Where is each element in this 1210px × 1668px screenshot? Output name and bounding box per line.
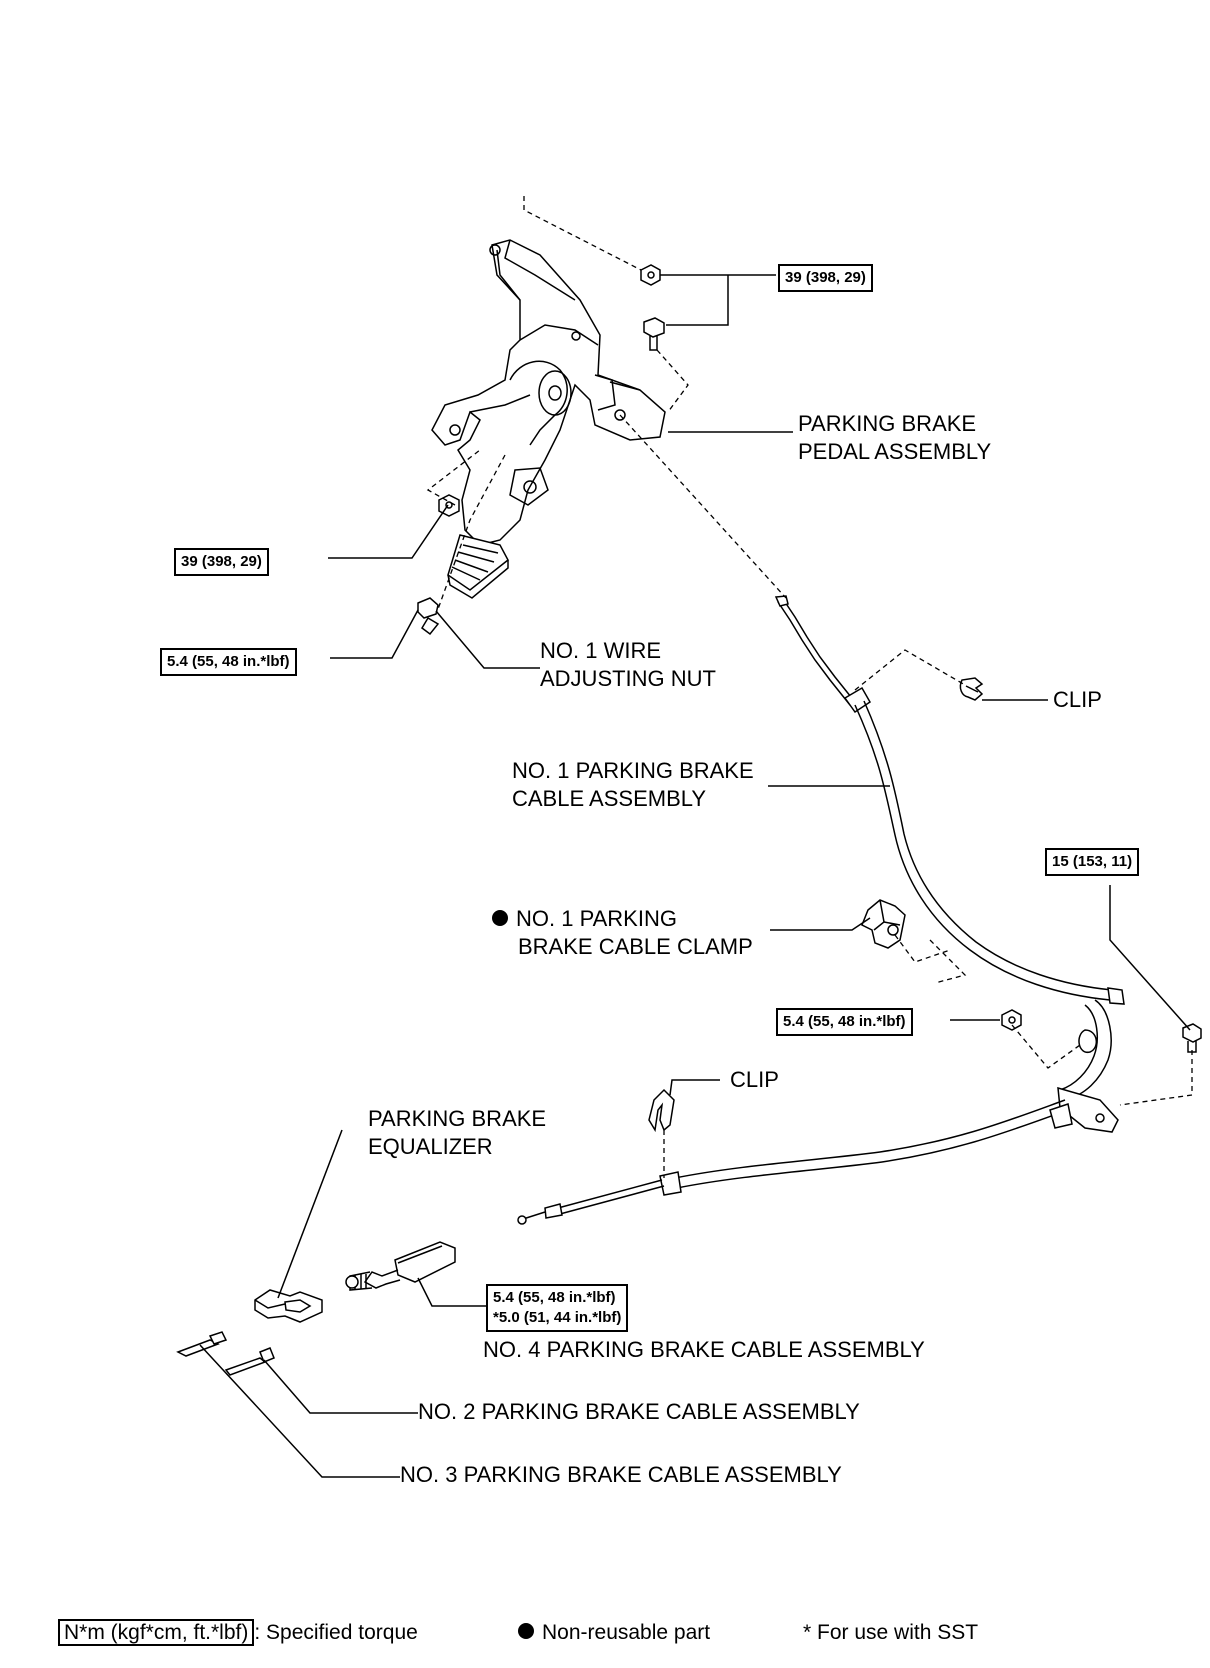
label-no1-line2: CABLE ASSEMBLY bbox=[512, 786, 707, 811]
torque-pedal-nut-left: 39 (398, 29) bbox=[174, 548, 269, 576]
label-adjusting-line2: ADJUSTING NUT bbox=[540, 666, 716, 691]
no4-cable-adjuster bbox=[345, 1241, 456, 1291]
no1-parking-brake-cable bbox=[774, 595, 1125, 1133]
label-equalizer: PARKING BRAKE EQUALIZER bbox=[368, 1105, 546, 1161]
torque-bracket-bolt: 15 (153, 11) bbox=[1045, 848, 1140, 876]
label-clip-upper: CLIP bbox=[1053, 687, 1102, 712]
label-adjusting-line1: NO. 1 WIRE bbox=[540, 638, 662, 663]
bracket-bolt bbox=[1182, 1023, 1202, 1053]
cable-clip-lower bbox=[648, 1088, 675, 1133]
label-clamp: NO. 1 PARKING BRAKE CABLE CLAMP bbox=[492, 905, 753, 961]
parking-brake-equalizer bbox=[254, 1289, 323, 1323]
legend-non-reusable-text: Non-reusable part bbox=[542, 1621, 711, 1644]
torque-pedal-nut-upper: 39 (398, 29) bbox=[778, 264, 873, 292]
no2-cable-end bbox=[224, 1347, 275, 1376]
label-clip-lower: CLIP bbox=[730, 1067, 779, 1092]
no1-parking-brake-cable-clamp bbox=[861, 899, 906, 949]
legend-torque: N*m (kgf*cm, ft.*lbf): Specified torque bbox=[58, 1619, 418, 1647]
legend-non-reusable: Non-reusable part bbox=[518, 1619, 710, 1647]
label-adjusting-nut: NO. 1 WIRE ADJUSTING NUT bbox=[540, 637, 716, 693]
no3-cable-end bbox=[176, 1331, 228, 1357]
wire-adjusting-nut bbox=[417, 597, 440, 636]
label-no2-cable: NO. 2 PARKING BRAKE CABLE ASSEMBLY bbox=[418, 1399, 860, 1424]
label-pedal-assembly: PARKING BRAKE PEDAL ASSEMBLY bbox=[798, 410, 991, 466]
cable-clip-upper bbox=[959, 677, 984, 701]
torque-no4-line1: 5.4 (55, 48 in.*lbf) bbox=[493, 1289, 616, 1306]
torque-adjusting-nut: 5.4 (55, 48 in.*lbf) bbox=[160, 648, 297, 676]
pedal-bolt-upper bbox=[643, 317, 665, 351]
torque-no4-nut: 5.4 (55, 48 in.*lbf) *5.0 (51, 44 in.*lb… bbox=[486, 1284, 629, 1332]
non-reusable-bullet-icon bbox=[492, 910, 508, 927]
label-no1-line1: NO. 1 PARKING BRAKE bbox=[512, 758, 754, 783]
legend-torque-text: : Specified torque bbox=[254, 1621, 418, 1644]
label-pedal-line1: PARKING BRAKE bbox=[798, 411, 977, 436]
torque-no4-line2: *5.0 (51, 44 in.*lbf) bbox=[493, 1309, 622, 1326]
torque-clamp-nut: 5.4 (55, 48 in.*lbf) bbox=[776, 1008, 913, 1036]
label-no3-cable: NO. 3 PARKING BRAKE CABLE ASSEMBLY bbox=[400, 1462, 842, 1487]
pedal-nut-upper bbox=[640, 264, 661, 286]
label-no4-cable: NO. 4 PARKING BRAKE CABLE ASSEMBLY bbox=[483, 1337, 925, 1362]
leader-lines bbox=[199, 274, 1191, 1478]
label-no1-cable: NO. 1 PARKING BRAKE CABLE ASSEMBLY bbox=[512, 757, 754, 813]
legend-bullet-icon bbox=[518, 1623, 534, 1640]
label-clamp-line2: BRAKE CABLE CLAMP bbox=[518, 934, 753, 959]
legend-sst: * For use with SST bbox=[803, 1621, 979, 1644]
parking-brake-pedal-assembly bbox=[431, 239, 666, 599]
alignment-lines bbox=[426, 196, 1193, 1178]
clamp-nut bbox=[1001, 1009, 1022, 1031]
no4-parking-brake-cable bbox=[517, 1099, 1073, 1225]
label-clamp-line1: NO. 1 PARKING bbox=[516, 906, 677, 931]
label-equalizer-line1: PARKING BRAKE bbox=[368, 1106, 547, 1131]
label-pedal-line2: PEDAL ASSEMBLY bbox=[798, 439, 992, 464]
label-equalizer-line2: EQUALIZER bbox=[368, 1134, 493, 1159]
legend-torque-units: N*m (kgf*cm, ft.*lbf) bbox=[58, 1619, 255, 1646]
